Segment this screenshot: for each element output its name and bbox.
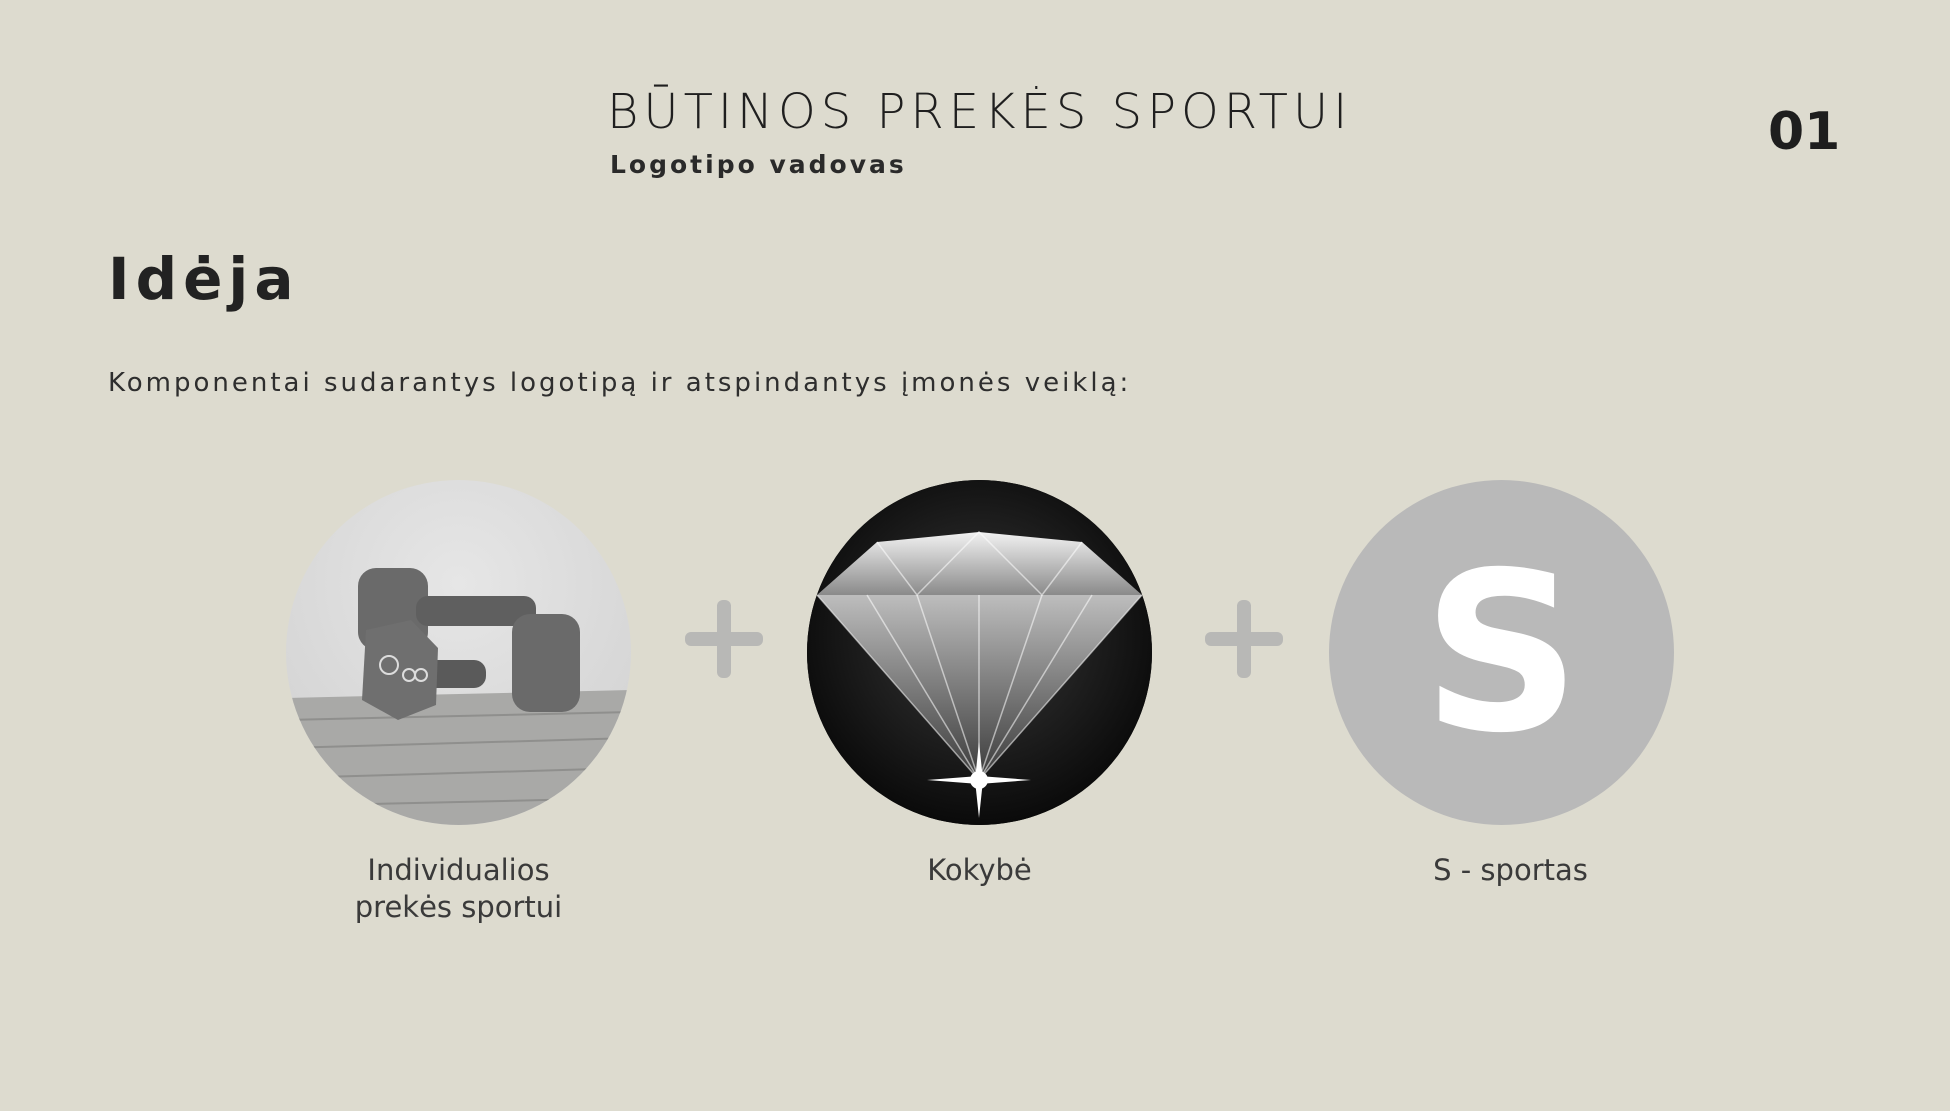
intro-text: Komponentai sudarantys logotipą ir atspi… <box>108 368 1132 398</box>
caption-line: prekės sportui <box>354 890 563 924</box>
diamond-illustration <box>807 480 1152 825</box>
dumbbells-image <box>286 480 631 825</box>
caption-line: S - sportas <box>1433 853 1588 887</box>
header-subtitle: Logotipo vadovas <box>610 150 907 179</box>
page-number: 01 <box>1768 102 1841 162</box>
letter-s-circle: S <box>1329 480 1674 825</box>
caption-diamond: Kokybė <box>807 852 1152 889</box>
dumbbells-illustration <box>286 568 631 825</box>
caption-dumbbells: Individualios prekės sportui <box>286 852 631 926</box>
letter-s: S <box>1422 524 1581 781</box>
diamond-image <box>807 480 1152 825</box>
plus-icon <box>685 600 763 678</box>
section-title: Idėja <box>108 245 300 313</box>
caption-line: Kokybė <box>927 853 1032 887</box>
plus-icon <box>1205 600 1283 678</box>
header-title: BŪTINOS PREKĖS SPORTUI <box>607 84 1353 140</box>
caption-s: S - sportas <box>1338 852 1683 889</box>
caption-line: Individualios <box>367 853 550 887</box>
